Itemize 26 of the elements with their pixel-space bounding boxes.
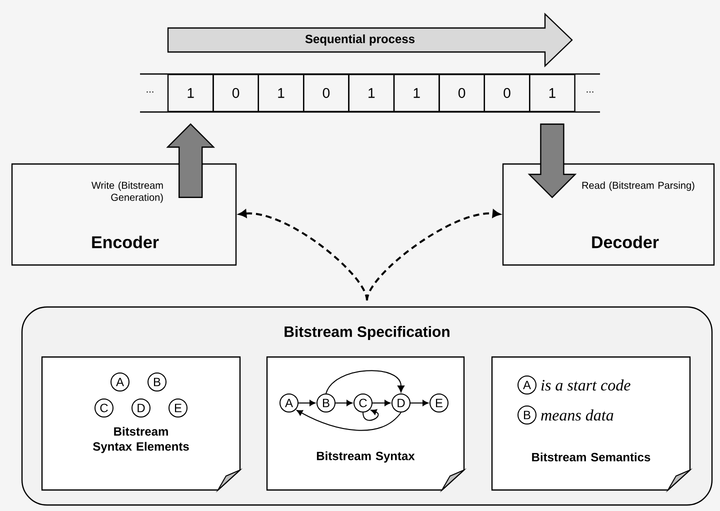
ellipsis: ... bbox=[586, 91, 594, 93]
arrow bbox=[335, 400, 352, 406]
dashed-arrow bbox=[366, 210, 500, 301]
bit-cell: 1 bbox=[258, 74, 304, 112]
arrow bbox=[362, 409, 379, 421]
bit-cell: 1 bbox=[529, 74, 576, 112]
bit-cell: 0 bbox=[303, 74, 350, 112]
description-text: means data bbox=[541, 409, 614, 421]
bit-cell: 0 bbox=[438, 74, 485, 112]
arrow bbox=[298, 400, 316, 406]
block-arrow bbox=[166, 123, 216, 198]
bit-cell: 1 bbox=[167, 74, 214, 112]
arrow bbox=[296, 410, 402, 431]
dashed-arrow bbox=[238, 210, 368, 301]
block-arrow bbox=[528, 124, 577, 198]
description-text: is a start code bbox=[541, 379, 630, 391]
ellipsis: ... bbox=[146, 91, 154, 93]
bit-cell: 0 bbox=[484, 74, 530, 112]
decoder-box: Read (Bitstream Parsing) Decoder bbox=[502, 163, 715, 266]
encoder-box: Write (Bitstream Generation) Encoder bbox=[11, 163, 237, 266]
arrow bbox=[326, 370, 404, 394]
arrow bbox=[410, 400, 428, 406]
bit-cell: 0 bbox=[212, 74, 259, 112]
bit-cell: 1 bbox=[348, 74, 395, 112]
arrow bbox=[372, 400, 390, 406]
bit-cell: 1 bbox=[393, 74, 440, 112]
